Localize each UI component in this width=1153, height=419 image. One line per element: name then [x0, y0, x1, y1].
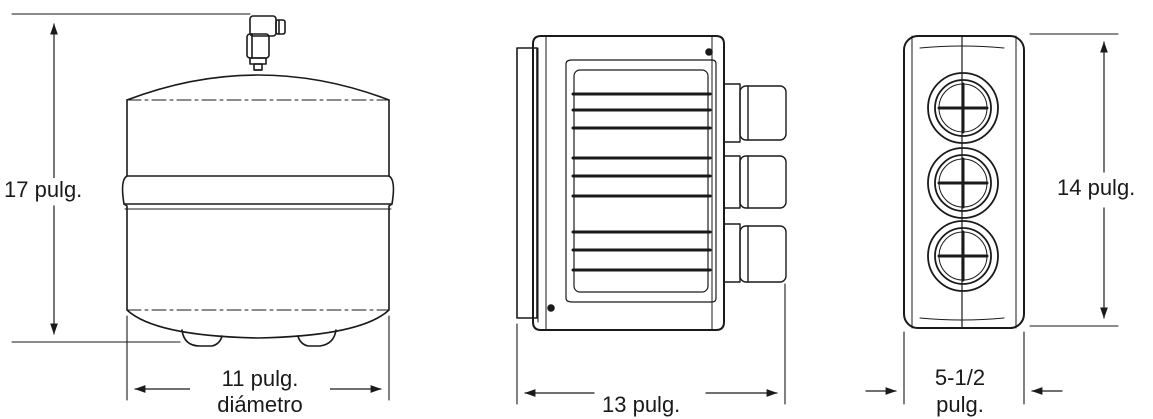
side-depth-label: 5-1/2 pulg. — [908, 364, 1012, 418]
tank-diameter-dimension — [126, 315, 390, 401]
tank-top-dome — [126, 74, 390, 101]
tank-diameter-label: 11 pulg. diámetro — [190, 366, 330, 418]
tank-diameter-line2: diámetro — [217, 392, 303, 417]
tank-foot-right — [297, 329, 337, 347]
front-back-plate — [516, 47, 538, 319]
front-width-label: 13 pulg. — [598, 393, 685, 417]
tank-foot-left — [181, 329, 223, 347]
tank-height-dimension — [11, 13, 251, 343]
side-height-label: 14 pulg. — [1057, 175, 1136, 200]
tank-height-label: 17 pulg. — [4, 177, 83, 202]
side-depth-line2: pulg. — [936, 392, 984, 417]
front-side-fittings — [723, 83, 787, 283]
tank-body-outline — [121, 99, 395, 339]
pressure-tank — [121, 15, 395, 347]
side-port-fittings — [927, 72, 999, 292]
filter-fins — [571, 92, 712, 272]
side-height-dimension — [1029, 33, 1119, 327]
front-filter-window — [565, 59, 717, 303]
ro-unit-front-view — [516, 35, 787, 331]
front-housing — [532, 35, 725, 331]
side-depth-line1: 5-1/2 — [934, 365, 986, 390]
side-depth-dimension — [865, 331, 1063, 405]
tank-elbow-fitting — [246, 15, 286, 71]
ro-unit-side-view — [903, 35, 1025, 329]
front-width-dimension — [516, 283, 786, 405]
tank-diameter-line1: 11 pulg. — [221, 366, 299, 391]
side-housing — [903, 35, 1025, 329]
